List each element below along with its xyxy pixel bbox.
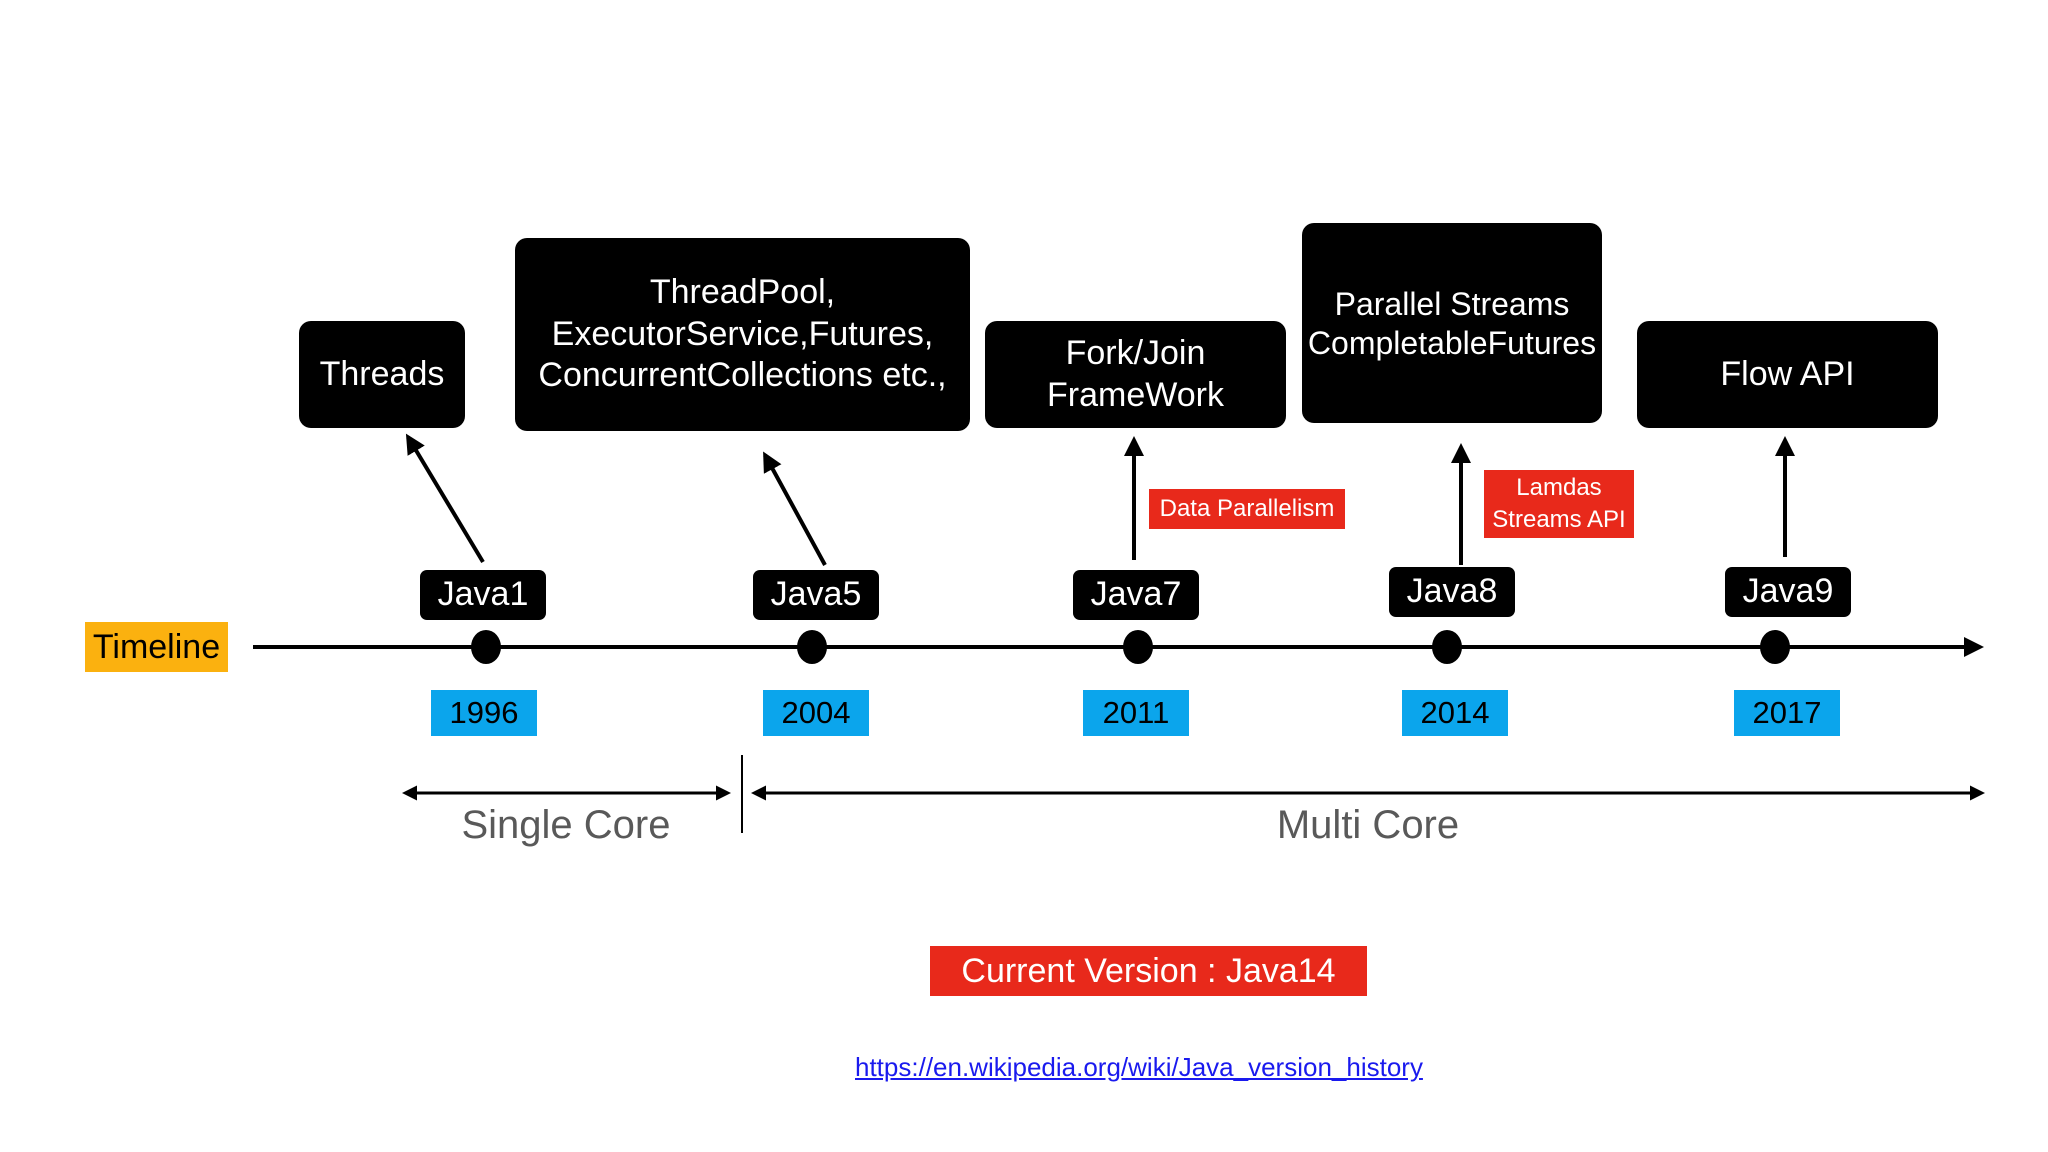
lamdas-streams-api-tag: Lamdas Streams API (1484, 470, 1634, 538)
milestone-dot-java5 (797, 630, 827, 664)
timeline-label: Timeline (85, 622, 228, 672)
year-badge-1996: 1996 (431, 690, 537, 736)
milestone-dot-java1 (471, 630, 501, 664)
year-badge-2017: 2017 (1734, 690, 1840, 736)
arrow-java1-threads (405, 433, 485, 564)
year-badge-2014: 2014 (1402, 690, 1508, 736)
feature-box-flow-api: Flow API (1637, 321, 1938, 428)
version-badge-java5: Java5 (753, 570, 879, 620)
year-badge-2011: 2011 (1083, 690, 1189, 736)
milestone-dot-java7 (1123, 630, 1153, 664)
year-badge-2004: 2004 (763, 690, 869, 736)
source-link[interactable]: https://en.wikipedia.org/wiki/Java_versi… (855, 1052, 1423, 1082)
version-badge-java7: Java7 (1073, 570, 1199, 620)
multi-core-label: Multi Core (1276, 803, 1460, 847)
milestone-dot-java8 (1432, 630, 1462, 664)
version-badge-java9: Java9 (1725, 567, 1851, 617)
version-badge-java8: Java8 (1389, 567, 1515, 617)
feature-box-forkjoin: Fork/Join FrameWork (985, 321, 1286, 428)
data-parallelism-tag: Data Parallelism (1149, 489, 1345, 529)
arrow-java5-threadpool (763, 451, 827, 566)
feature-box-threadpool: ThreadPool, ExecutorService,Futures, Con… (515, 238, 970, 431)
version-badge-java1: Java1 (420, 570, 546, 620)
single-core-label: Single Core (461, 803, 671, 847)
current-version-banner: Current Version : Java14 (930, 946, 1367, 996)
feature-box-threads: Threads (299, 321, 465, 428)
feature-box-parallel-streams: Parallel Streams CompletableFutures (1302, 223, 1602, 423)
milestone-dot-java9 (1760, 630, 1790, 664)
